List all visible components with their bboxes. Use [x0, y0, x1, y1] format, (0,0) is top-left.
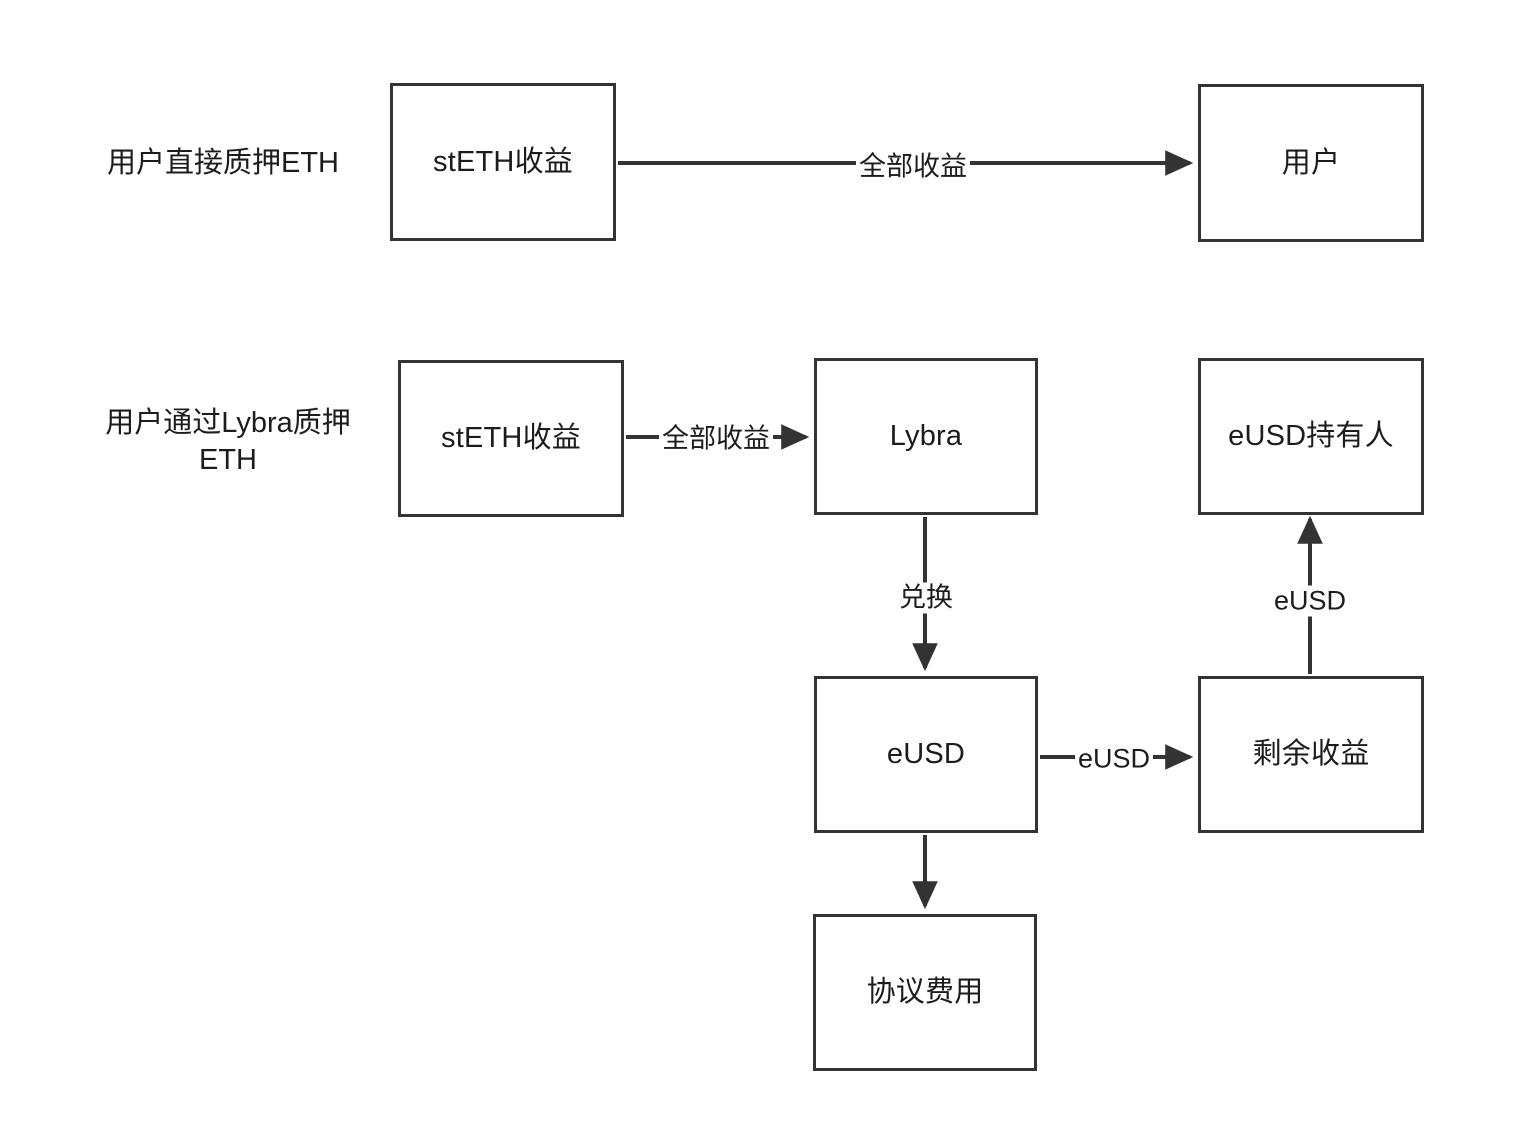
- edge-label-surplus-to-holder: eUSD: [1270, 585, 1350, 617]
- node-label: 协议费用: [866, 976, 984, 1009]
- node-eusd[interactable]: eUSD: [814, 676, 1038, 833]
- node-label: stETH收益: [441, 422, 581, 455]
- node-steth-yield-direct[interactable]: stETH收益: [390, 83, 616, 241]
- node-label: 用户: [1281, 146, 1341, 179]
- node-steth-yield-lybra[interactable]: stETH收益: [398, 360, 624, 517]
- edge-label-steth-to-lybra: 全部收益: [659, 423, 773, 455]
- node-label: stETH收益: [433, 145, 573, 178]
- node-label: 剩余收益: [1252, 738, 1370, 771]
- edge-label-eusd-to-surplus: eUSD: [1074, 743, 1154, 775]
- node-lybra[interactable]: Lybra: [814, 358, 1038, 515]
- node-label: eUSD: [886, 738, 966, 771]
- edge-label-steth-to-user: 全部收益: [856, 151, 970, 183]
- node-surplus-yield[interactable]: 剩余收益: [1198, 676, 1424, 833]
- edge-label-lybra-to-eusd: 兑换: [896, 582, 956, 614]
- node-label: eUSD持有人: [1228, 420, 1394, 453]
- row-label-direct-stake: 用户直接质押ETH: [106, 147, 339, 179]
- node-protocol-fee[interactable]: 协议费用: [813, 914, 1037, 1071]
- node-eusd-holder[interactable]: eUSD持有人: [1198, 358, 1424, 515]
- row-label-lybra-stake: 用户通过Lybra质押 ETH: [105, 407, 351, 477]
- node-label: Lybra: [889, 420, 963, 453]
- node-user[interactable]: 用户: [1198, 84, 1424, 242]
